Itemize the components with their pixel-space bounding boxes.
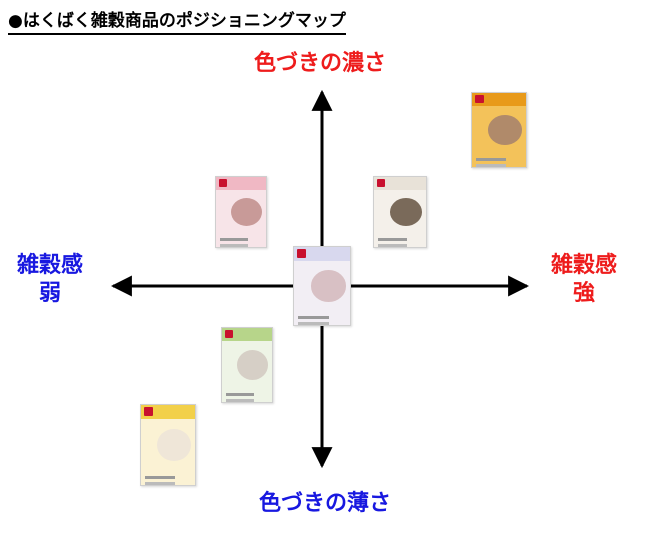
axis-label-left-line2: 弱	[38, 280, 61, 306]
axis-label-right: 雑穀感 強	[538, 252, 630, 307]
axis-label-right-line2: 強	[572, 280, 595, 306]
axis-label-bottom: 色づきの薄さ	[258, 491, 391, 516]
package-top-right	[471, 92, 527, 168]
axis-label-left-line1: 雑穀感	[16, 253, 83, 278]
package-upper-right	[373, 176, 427, 248]
axis-label-left: 雑穀感 弱	[10, 252, 90, 307]
page-title: ●はくばく雑穀商品のポジショニングマップ	[8, 6, 346, 35]
package-center	[293, 246, 351, 326]
package-upper-left	[215, 176, 267, 248]
package-lower-left	[221, 327, 273, 403]
axis-label-right-line1: 雑穀感	[550, 253, 617, 278]
axis-label-top: 色づきの濃さ	[253, 51, 386, 76]
package-bottom-left	[140, 404, 196, 486]
